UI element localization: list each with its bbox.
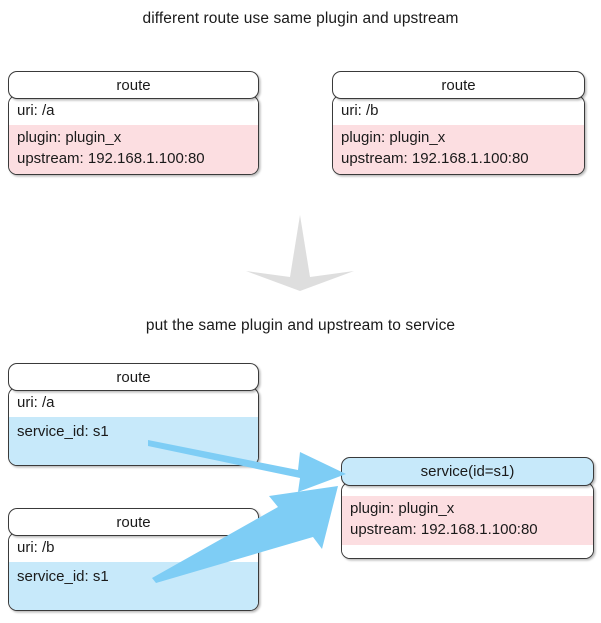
- row-upstream-label: upstream: 192.168.1.100:80: [17, 149, 205, 167]
- node-route-service-a: route uri: /a service_id: s1: [8, 363, 259, 466]
- node-title-route: route: [332, 71, 585, 99]
- transition-arrow-down: [246, 215, 354, 291]
- row-service-id-label: service_id: s1: [17, 423, 109, 440]
- node-title-label: route: [116, 513, 151, 531]
- row-service-id: service_id: s1: [9, 562, 258, 610]
- row-uri: uri: /a: [9, 96, 258, 125]
- caption-bottom: put the same plugin and upstream to serv…: [145, 317, 456, 334]
- row-service-id: service_id: s1: [9, 417, 258, 465]
- node-title-label: service(id=s1): [420, 463, 515, 480]
- row-uri-label: uri: /a: [17, 394, 55, 411]
- row-upstream-label: upstream: 192.168.1.100:80: [341, 149, 529, 167]
- node-title-label: route: [441, 76, 476, 94]
- row-spacer-top: [342, 483, 593, 496]
- node-body: uri: /a service_id: s1: [8, 387, 259, 466]
- row-uri-label: uri: /b: [17, 539, 55, 556]
- node-title-service: service(id=s1): [341, 457, 594, 486]
- node-title-route: route: [8, 508, 259, 536]
- node-title-label: route: [116, 76, 151, 94]
- row-uri: uri: /a: [9, 388, 258, 417]
- row-service-id-label: service_id: s1: [17, 568, 109, 585]
- node-body: uri: /b service_id: s1: [8, 532, 259, 611]
- row-uri-label: uri: /a: [17, 102, 55, 119]
- node-title-route: route: [8, 71, 259, 99]
- row-uri-label: uri: /b: [341, 102, 379, 119]
- row-plugin-label: plugin: plugin_x: [17, 129, 122, 146]
- node-title-route: route: [8, 363, 259, 391]
- row-upstream-label: upstream: 192.168.1.100:80: [350, 520, 538, 538]
- row-spacer-bottom: [342, 545, 593, 559]
- node-route-service-b: route uri: /b service_id: s1: [8, 508, 259, 611]
- node-body: plugin: plugin_x upstream: 192.168.1.100…: [341, 482, 594, 560]
- node-body: uri: /b plugin: plugin_x upstream: 192.1…: [332, 95, 585, 176]
- row-plugin-label: plugin: plugin_x: [350, 500, 455, 517]
- node-title-label: route: [116, 368, 151, 386]
- caption-top: different route use same plugin and upst…: [142, 10, 459, 27]
- row-plugin-upstream: plugin: plugin_x upstream: 192.168.1.100…: [342, 496, 593, 546]
- row-plugin-label: plugin: plugin_x: [341, 129, 446, 146]
- node-body: uri: /a plugin: plugin_x upstream: 192.1…: [8, 95, 259, 176]
- row-plugin-upstream: plugin: plugin_x upstream: 192.168.1.100…: [333, 125, 584, 175]
- row-plugin-upstream: plugin: plugin_x upstream: 192.168.1.100…: [9, 125, 258, 175]
- node-service: service(id=s1) plugin: plugin_x upstream…: [341, 457, 594, 560]
- node-route-uri-b: route uri: /b plugin: plugin_x upstream:…: [332, 71, 585, 176]
- row-uri: uri: /b: [9, 533, 258, 562]
- row-uri: uri: /b: [333, 96, 584, 125]
- node-route-uri-a: route uri: /a plugin: plugin_x upstream:…: [8, 71, 259, 176]
